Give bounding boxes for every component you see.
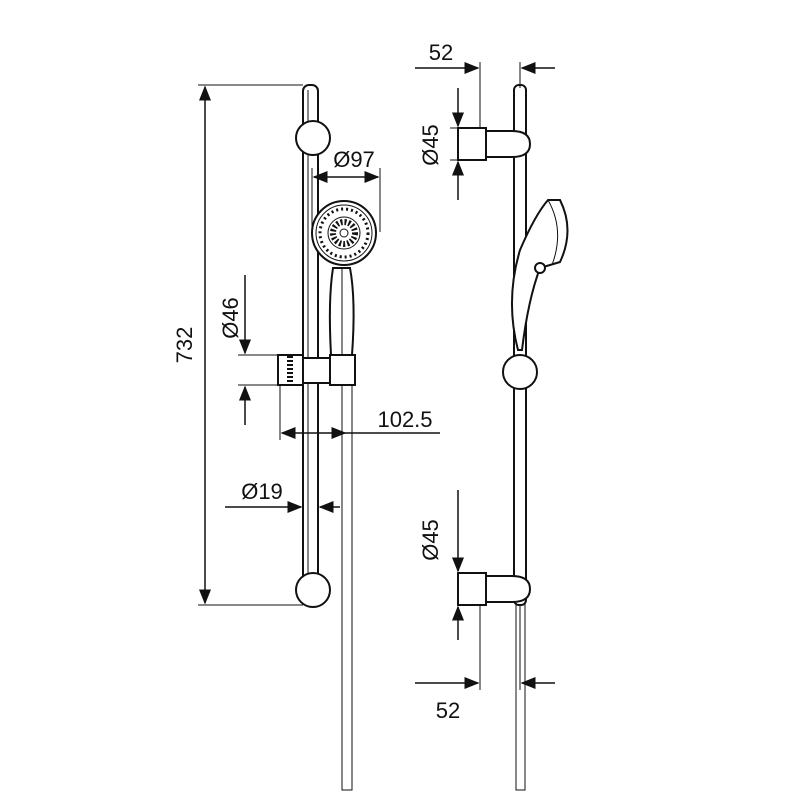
dimension-rail-diameter: Ø19 [225,479,340,513]
front-view: 732 Ø97 Ø46 102.5 Ø19 [172,84,440,791]
slide-rail [302,84,319,606]
bottom-offset-label: 52 [436,698,460,723]
dimension-holder-diameter: Ø46 [218,275,278,425]
bottom-wall-bracket [457,572,532,606]
holder-diameter-label: Ø46 [218,297,243,339]
dimension-head-diameter: Ø97 [311,147,381,232]
projection-label: 102.5 [377,407,432,432]
rail-diameter-label: Ø19 [241,479,283,504]
dimension-top-bracket-diameter: Ø45 [418,88,464,200]
top-wall-bracket [295,120,331,156]
bottom-bracket-diameter-label: Ø45 [418,519,443,561]
shower-holder [502,354,538,390]
height-label: 732 [172,327,197,364]
top-offset-label: 52 [429,40,453,65]
dimension-bottom-52: 52 [415,605,555,723]
dimension-bottom-bracket-diameter: Ø45 [418,490,464,640]
bottom-wall-bracket [295,572,331,608]
hand-shower-head [311,200,377,266]
side-view: 52 Ø45 Ø45 52 [415,40,569,791]
dimension-top-52: 52 [415,40,555,128]
dimension-732: 732 [172,84,303,606]
dimension-102-5: 102.5 [279,385,440,440]
hand-shower-handle [328,267,355,356]
hand-shower-side [510,199,569,351]
hose [341,384,353,791]
shower-holder [277,354,356,386]
top-wall-bracket [457,127,532,161]
top-bracket-diameter-label: Ø45 [418,124,443,166]
head-diameter-label: Ø97 [333,147,375,172]
